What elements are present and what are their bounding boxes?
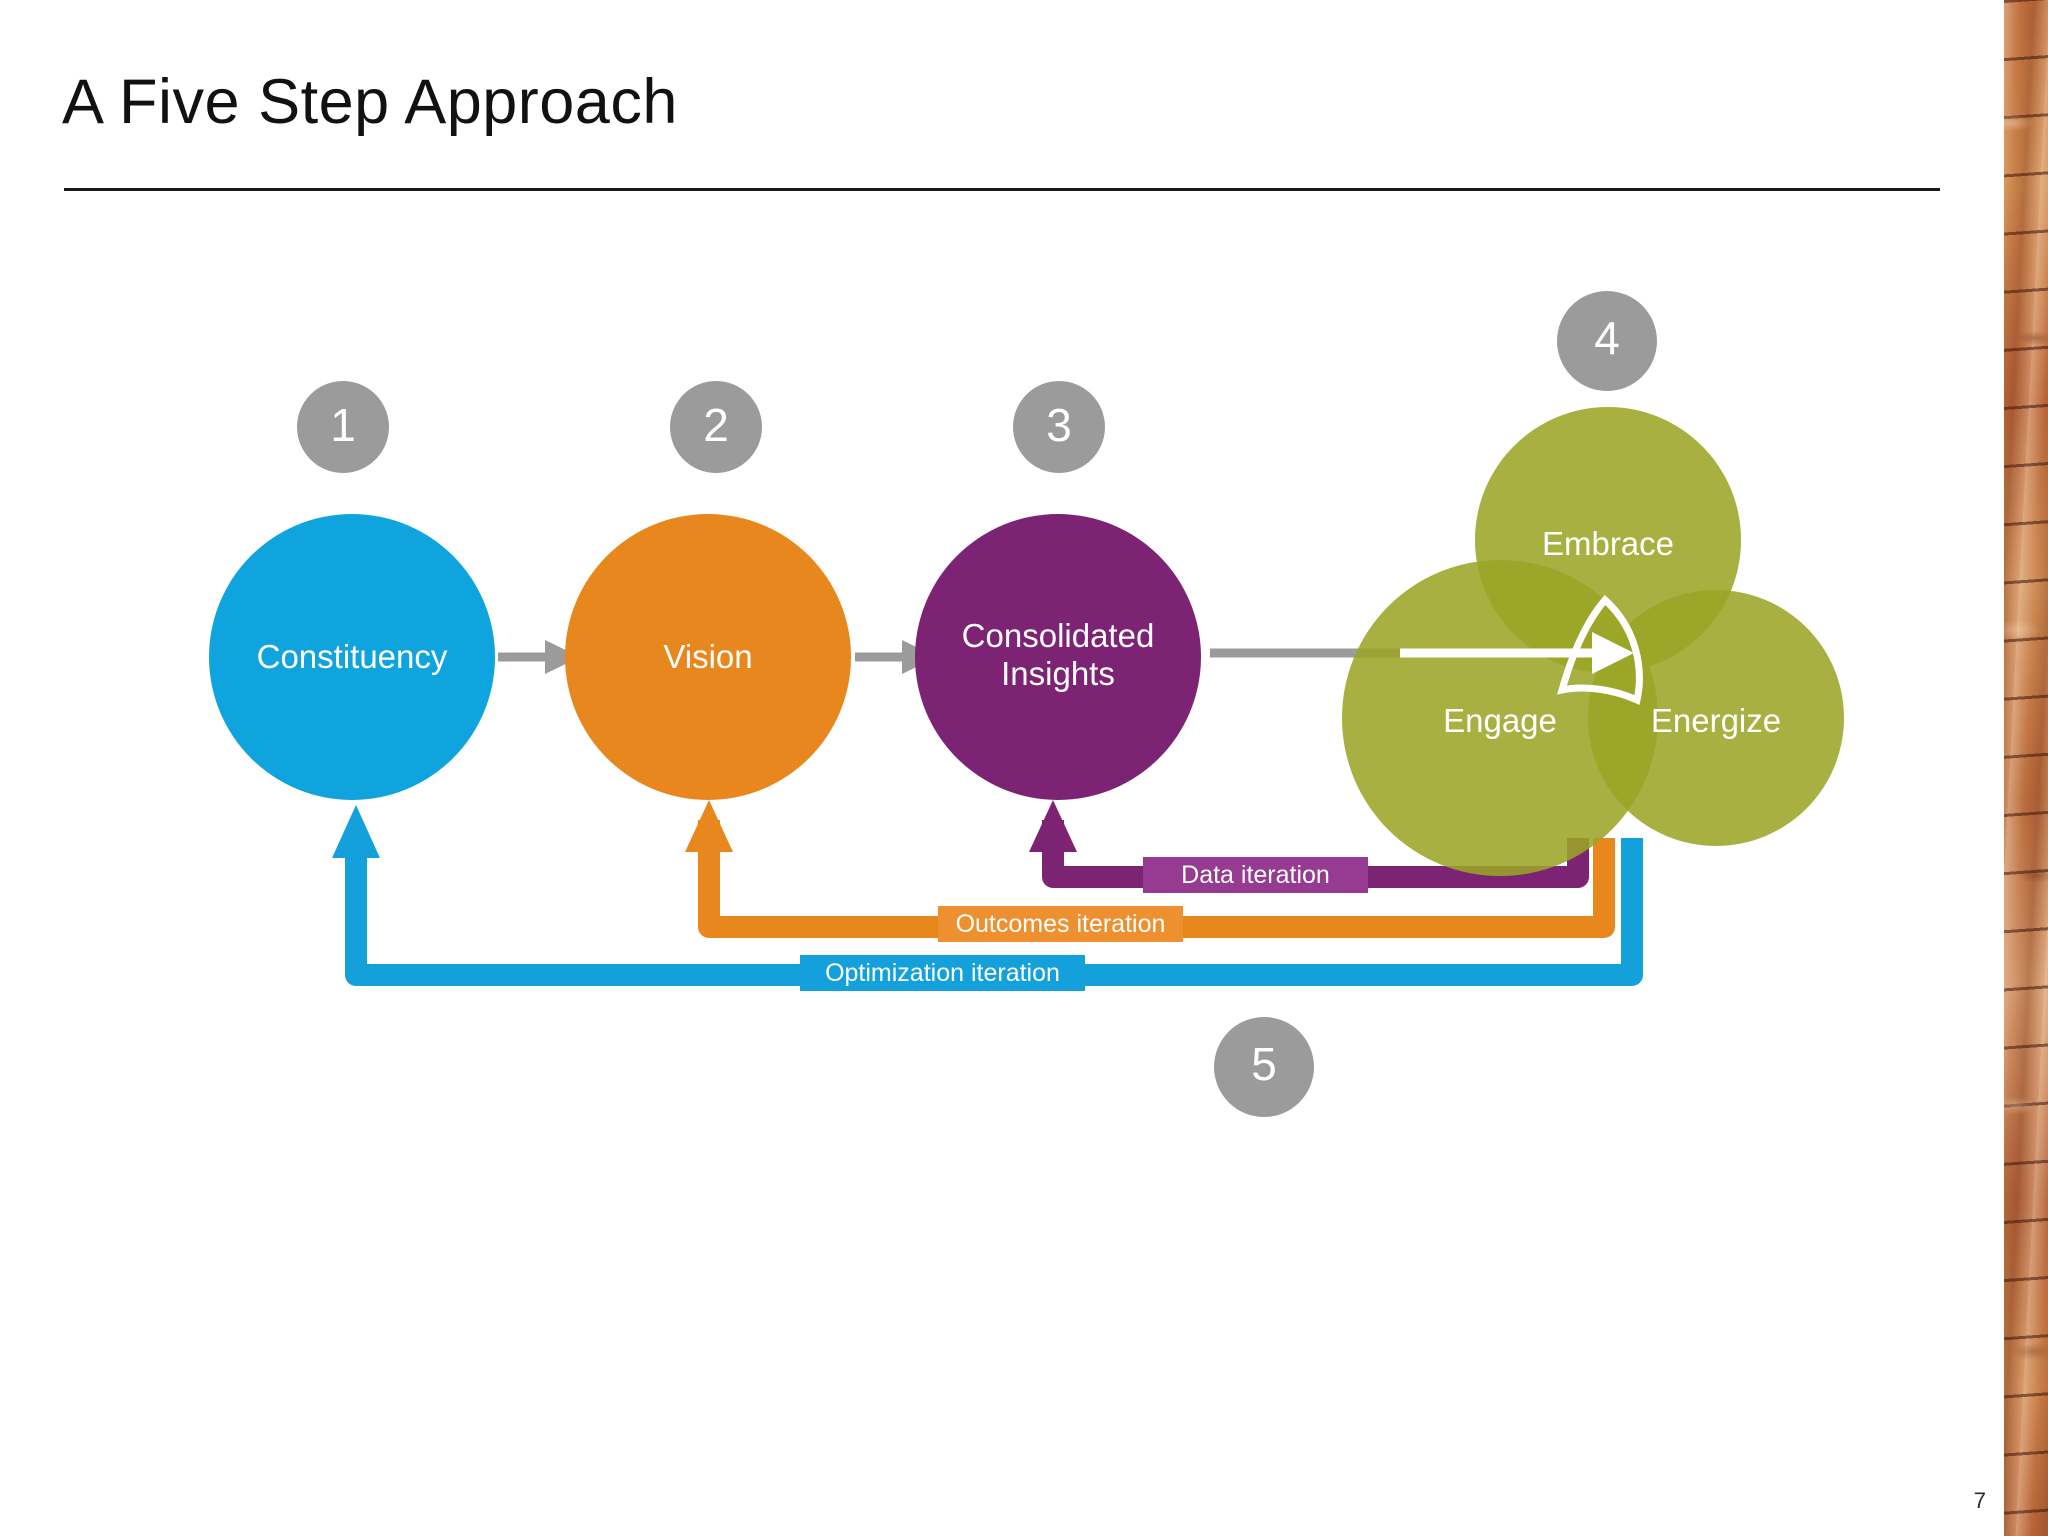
step-badge-3[interactable] xyxy=(1013,381,1105,473)
step-badge-2[interactable] xyxy=(670,381,762,473)
loop-label-outcomes-iteration[interactable]: Outcomes iteration xyxy=(938,906,1183,942)
step-badge-1[interactable] xyxy=(297,381,389,473)
page-number: 7 xyxy=(1973,1488,1986,1513)
page-title: A Five Step Approach xyxy=(62,67,678,137)
step-circle-vision[interactable] xyxy=(565,514,851,800)
loop-label-data-iteration[interactable]: Data iteration xyxy=(1143,857,1368,893)
brick-texture-strip xyxy=(2004,0,2048,1536)
title-divider xyxy=(64,188,1940,191)
step-badge-4[interactable] xyxy=(1557,291,1657,391)
step-circle-consolidated-insights[interactable] xyxy=(915,514,1201,800)
venn-center-arrow xyxy=(1400,595,1643,705)
venn-circle-energize[interactable] xyxy=(1588,590,1844,846)
loop-label-optimization-iteration[interactable]: Optimization iteration xyxy=(800,955,1085,991)
step-circle-constituency[interactable] xyxy=(209,514,495,800)
step-badge-5[interactable] xyxy=(1214,1017,1314,1117)
